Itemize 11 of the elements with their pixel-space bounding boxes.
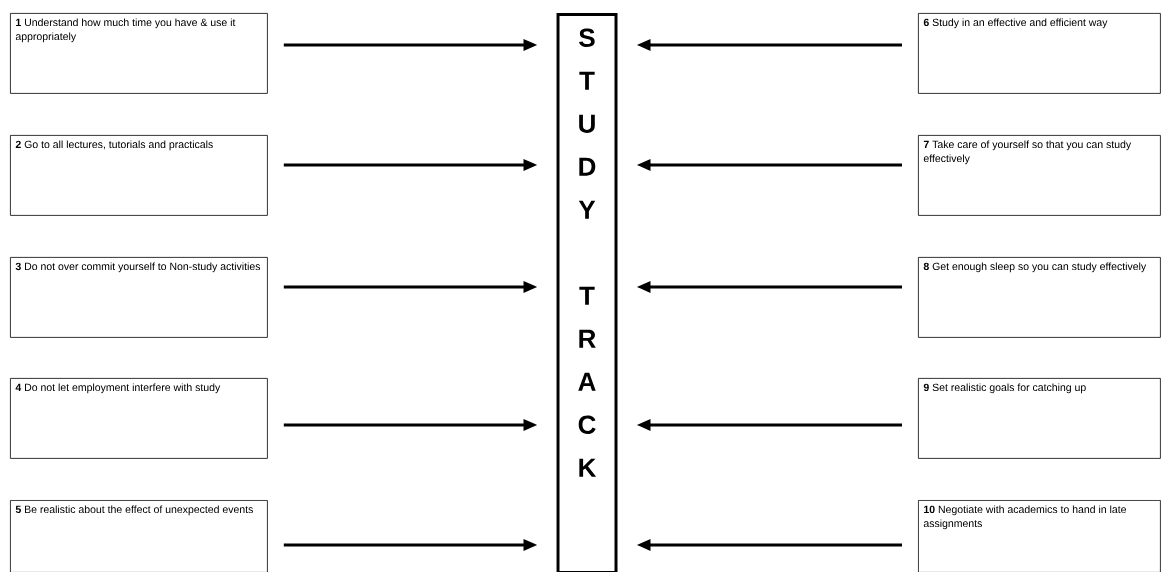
text-box: 10 Negotiate with academics to hand in late assignments (918, 500, 1161, 572)
text-box: 8 Get enough sleep so you can study effectively (918, 257, 1161, 338)
text-box: 6 Study in an effective and efficient way (918, 13, 1161, 94)
text-box: 4 Do not let employment interfere with study (10, 378, 268, 459)
text-box: 5 Be realistic about the effect of unexpected events (10, 500, 268, 572)
text-box: 1 Understand how much time you have & use it appropriately (10, 13, 268, 94)
text-box: 9 Set realistic goals for catching up (918, 378, 1161, 459)
text-box: 2 Go to all lectures, tutorials and practicals (10, 135, 268, 216)
text-box: 7 Take care of yourself so that you can study effectively (918, 135, 1161, 216)
text-box: 3 Do not over commit yourself to Non-study activities (10, 257, 268, 338)
vertical-banner: S T U D Y T R A C K (556, 13, 618, 572)
